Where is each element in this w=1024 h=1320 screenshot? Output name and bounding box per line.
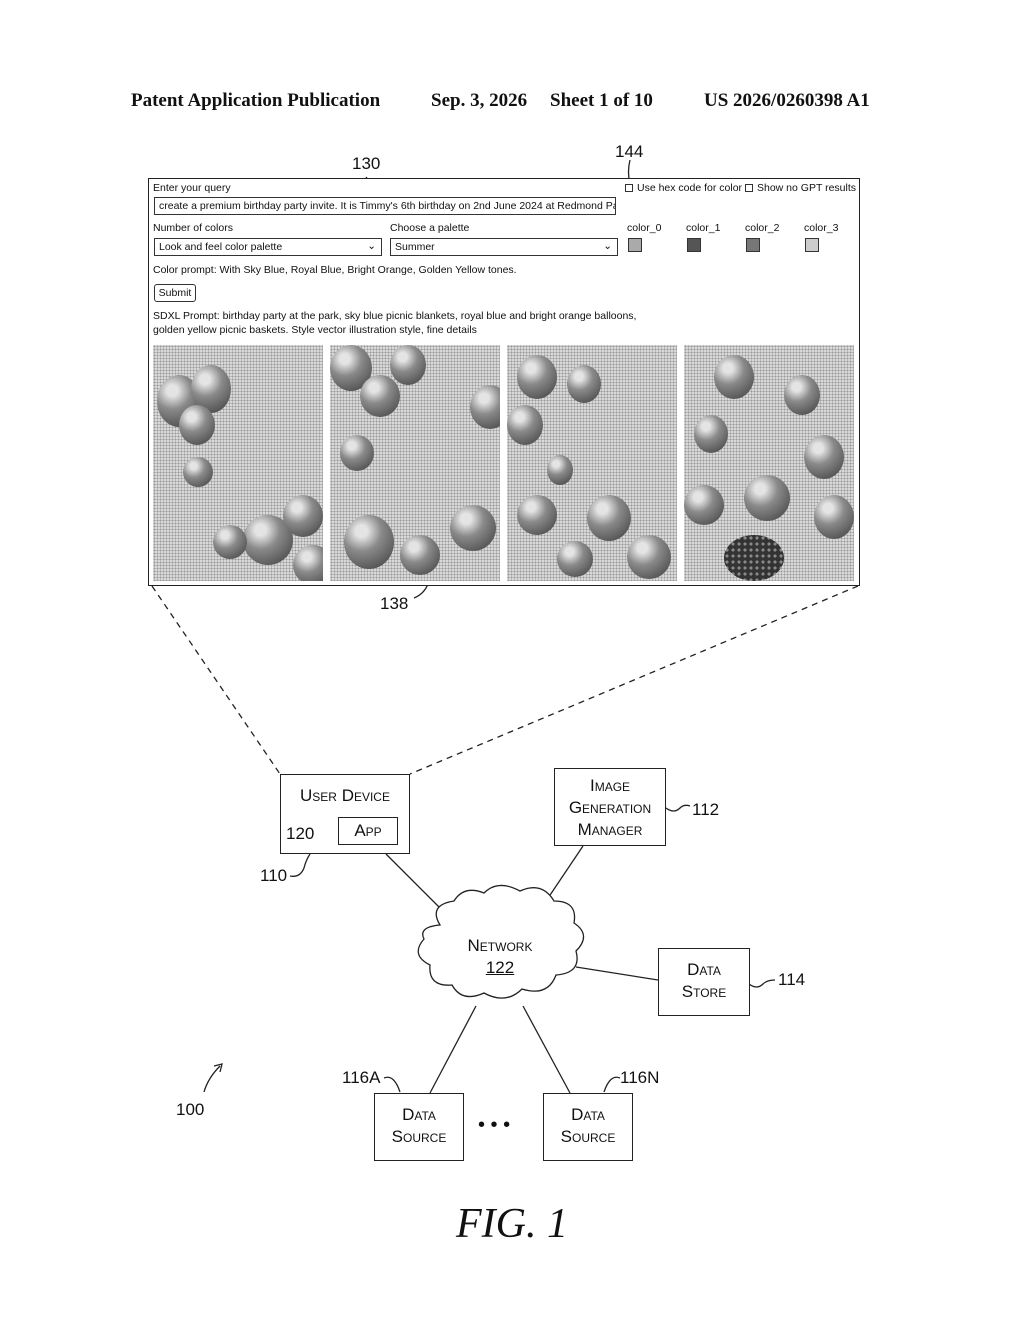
projection-right: [410, 586, 858, 774]
ref-138: 138: [380, 594, 408, 614]
generated-image-2[interactable]: [330, 345, 500, 581]
leader-138: [414, 584, 428, 598]
query-input[interactable]: create a premium birthday party invite. …: [154, 197, 616, 215]
query-label: Enter your query: [153, 182, 231, 194]
sdxl-prompt-line1: SDXL Prompt: birthday party at the park,…: [153, 310, 636, 322]
image-manager-line1: Image: [555, 775, 665, 797]
ref-116n: 116N: [620, 1068, 659, 1088]
color-label-0: color_0: [627, 222, 661, 234]
chevron-down-icon: ⌄: [367, 240, 376, 252]
leader-114: [749, 980, 775, 987]
user-device-label: User Device: [281, 785, 409, 807]
ellipsis: • • •: [478, 1114, 510, 1137]
generated-image-1[interactable]: [153, 345, 323, 581]
ref-116a: 116A: [342, 1068, 380, 1088]
palette-value: Summer: [395, 241, 435, 253]
ref-100: 100: [176, 1100, 204, 1120]
figure-label: FIG. 1: [0, 1200, 1024, 1248]
generated-image-4[interactable]: [684, 345, 854, 581]
hex-code-checkbox[interactable]: [625, 184, 633, 192]
network-ref: 122: [440, 957, 560, 979]
generated-image-3[interactable]: [507, 345, 677, 581]
color-label-1: color_1: [686, 222, 720, 234]
projection-left: [152, 586, 280, 774]
num-colors-value: Look and feel color palette: [159, 241, 282, 253]
link-network-source-a: [430, 1006, 476, 1093]
color-swatch-3[interactable]: [805, 238, 819, 252]
color-label-2: color_2: [745, 222, 779, 234]
data-source-n-block: Data Source: [543, 1093, 633, 1161]
link-network-store: [576, 967, 658, 980]
image-manager-line3: Manager: [555, 819, 665, 841]
network-label: Network: [440, 935, 560, 957]
leader-116a: [384, 1077, 400, 1092]
network-label-group: Network 122: [440, 935, 560, 979]
ref-144: 144: [615, 142, 643, 162]
data-source-n-line2: Source: [544, 1126, 632, 1148]
sdxl-prompt-line2: golden yellow picnic baskets. Style vect…: [153, 324, 477, 336]
app-label: App: [354, 821, 381, 840]
data-store-line2: Store: [659, 981, 749, 1003]
app-block: App: [338, 817, 398, 845]
data-store-line1: Data: [659, 959, 749, 981]
data-source-a-line2: Source: [375, 1126, 463, 1148]
submit-button[interactable]: Submit: [154, 284, 196, 302]
chevron-down-icon: ⌄: [603, 240, 612, 252]
color-swatch-2[interactable]: [746, 238, 760, 252]
ref-114: 114: [778, 970, 805, 990]
link-network-source-n: [523, 1006, 570, 1093]
color-swatch-1[interactable]: [687, 238, 701, 252]
leader-112: [666, 805, 690, 811]
leader-116n: [604, 1077, 620, 1092]
num-colors-select[interactable]: Look and feel color palette ⌄: [154, 238, 382, 256]
num-colors-label: Number of colors: [153, 222, 233, 234]
ui-screenshot-panel: Enter your query Use hex code for color …: [148, 178, 860, 586]
no-gpt-checkbox[interactable]: [745, 184, 753, 192]
palette-label: Choose a palette: [390, 222, 469, 234]
data-store-block: Data Store: [658, 948, 750, 1016]
data-source-n-line1: Data: [544, 1104, 632, 1126]
color-swatch-0[interactable]: [628, 238, 642, 252]
leader-110: [290, 854, 310, 876]
data-source-a-line1: Data: [375, 1104, 463, 1126]
color-prompt: Color prompt: With Sky Blue, Royal Blue,…: [153, 264, 517, 276]
ref-110: 110: [260, 866, 287, 886]
palette-select[interactable]: Summer ⌄: [390, 238, 618, 256]
ref-120: 120: [286, 824, 314, 844]
no-gpt-label: Show no GPT results: [757, 182, 856, 194]
ref-130: 130: [352, 154, 380, 174]
arrow-100: [204, 1066, 220, 1092]
hex-code-label: Use hex code for color: [637, 182, 742, 194]
image-generation-manager-block: Image Generation Manager: [554, 768, 666, 846]
data-source-a-block: Data Source: [374, 1093, 464, 1161]
ref-112: 112: [692, 800, 719, 820]
color-label-3: color_3: [804, 222, 838, 234]
image-manager-line2: Generation: [555, 797, 665, 819]
